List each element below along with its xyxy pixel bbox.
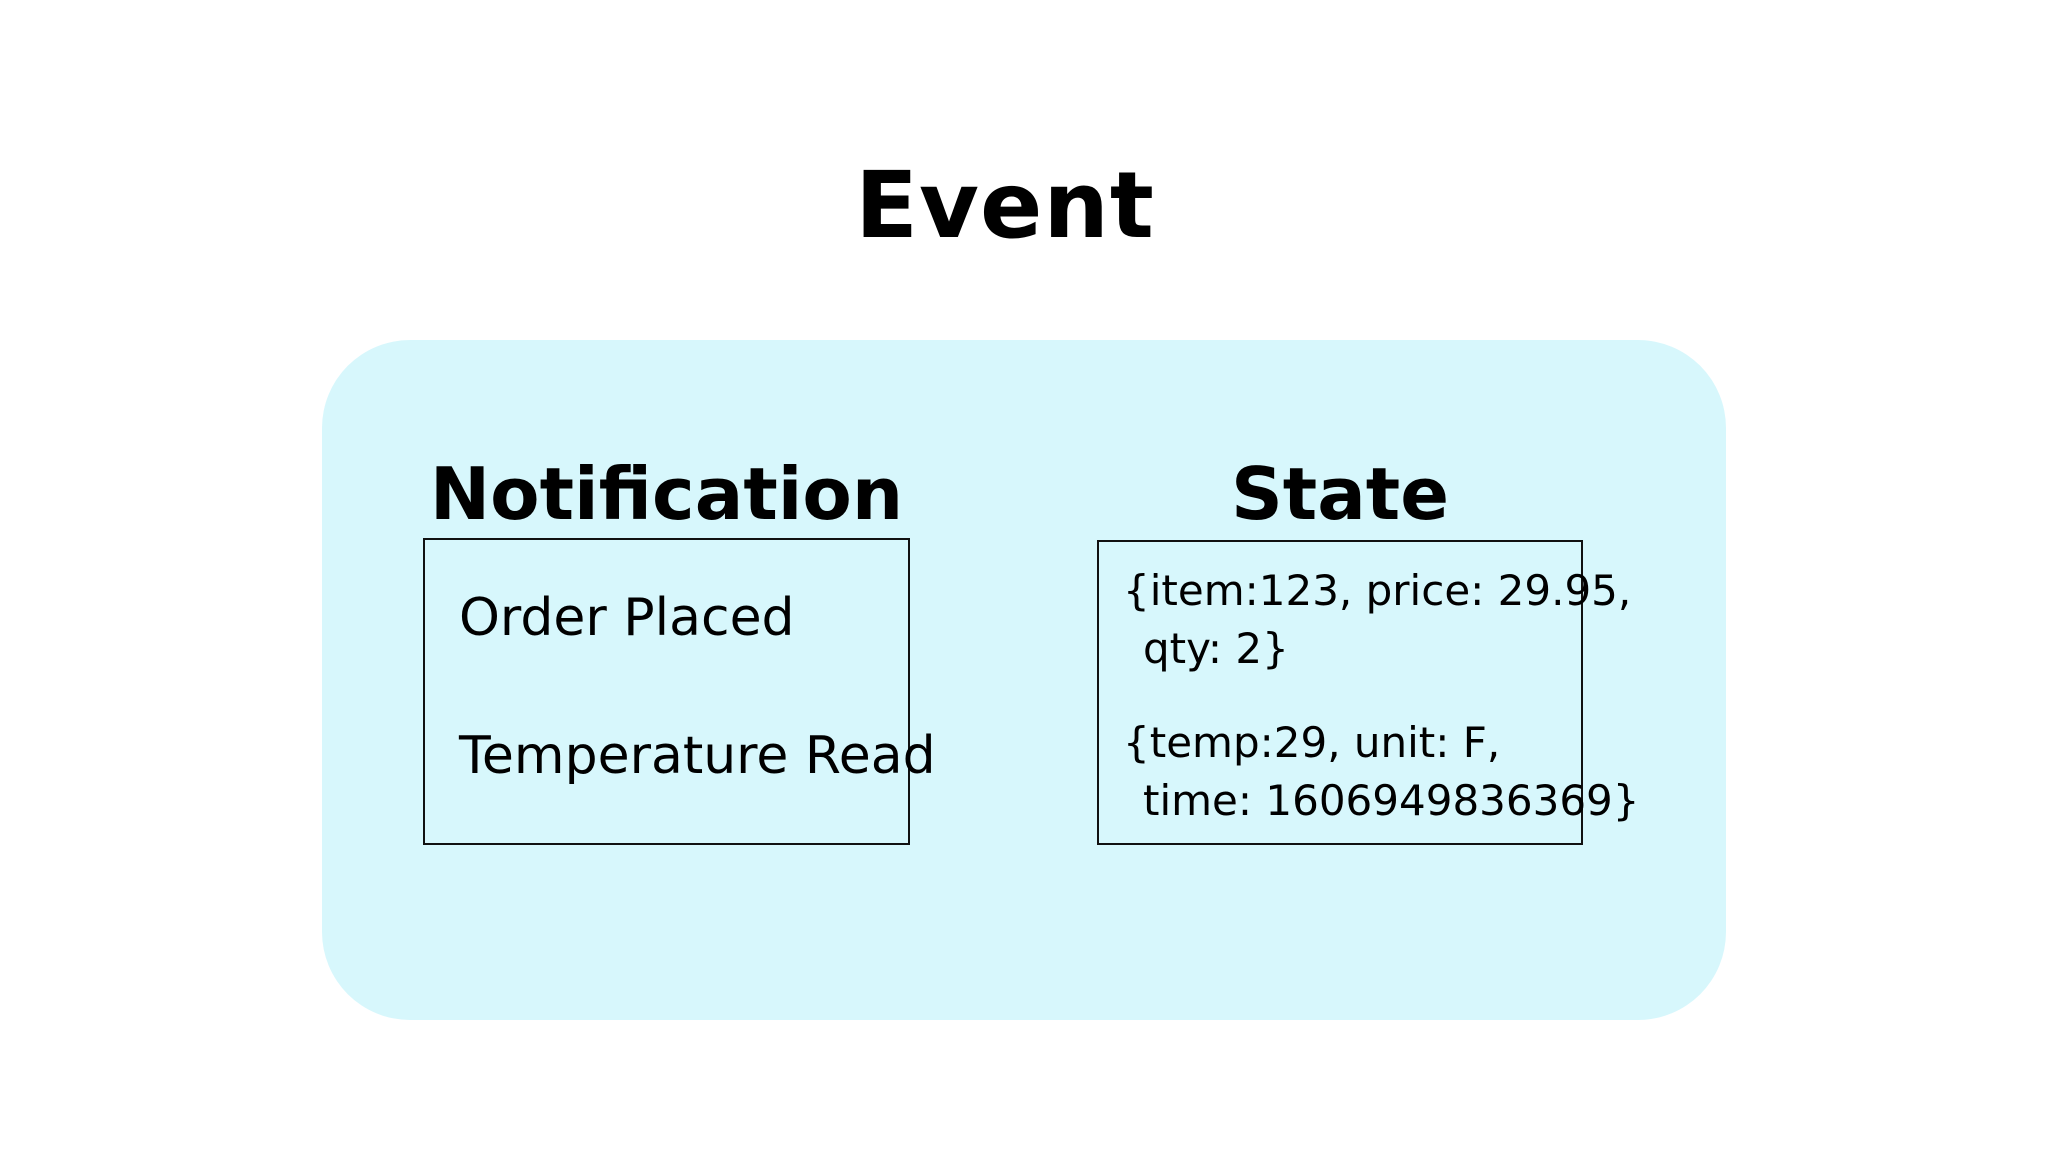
event-panel: Notification Order Placed Temperature Re… [322, 340, 1726, 1020]
state-line: {temp:29, unit: F, [1123, 718, 1501, 767]
state-line: qty: 2} [1143, 624, 1289, 673]
slide-title: Event [855, 152, 1155, 259]
state-heading: State [1230, 452, 1450, 536]
state-line: time: 1606949836369} [1143, 776, 1640, 825]
notification-item-temperature-read: Temperature Read [459, 726, 936, 786]
notification-item-order-placed: Order Placed [459, 588, 795, 648]
state-line: {item:123, price: 29.95, [1123, 566, 1632, 615]
state-object-temperature: {temp:29, unit: F, time: 1606949836369} [1099, 714, 1640, 830]
state-box: {item:123, price: 29.95, qty: 2} {temp:2… [1097, 540, 1640, 845]
state-object-order: {item:123, price: 29.95, qty: 2} [1099, 562, 1632, 678]
notification-heading: Notification [429, 452, 904, 536]
notification-box: Order Placed Temperature Read [423, 538, 936, 845]
